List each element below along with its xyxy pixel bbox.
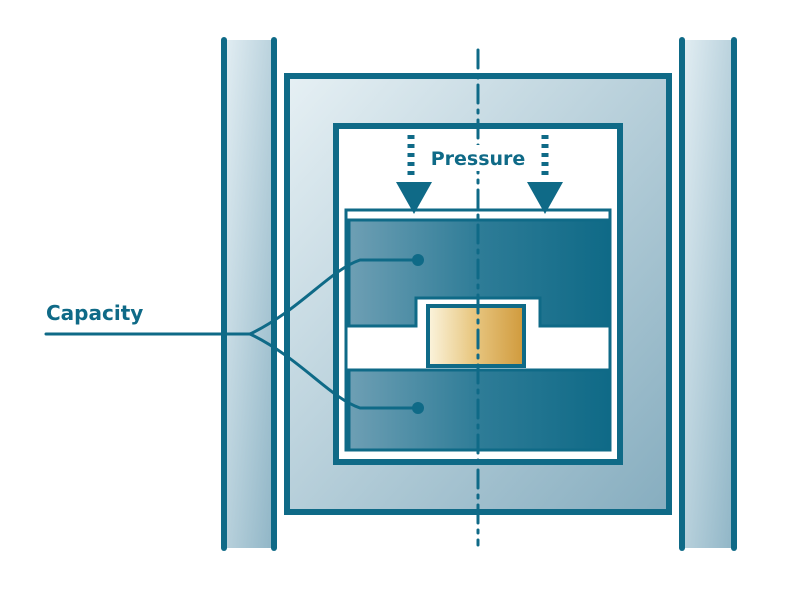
arrow-down-icon (396, 182, 432, 214)
pressure-label-background (426, 145, 530, 171)
arrow-down-icon (527, 182, 563, 214)
pressure-label: Pressure (431, 148, 526, 170)
upper-terminal-dot-icon (412, 254, 424, 266)
left-wall (221, 37, 277, 551)
pressure-arrow-right (527, 135, 563, 214)
capacity-wires (44, 258, 420, 410)
right-wall (679, 37, 737, 551)
pressure-arrow-left (396, 135, 432, 214)
capacity-label: Capacity (46, 301, 143, 325)
sample-block (426, 304, 526, 368)
lower-terminal-dot-icon (412, 402, 424, 414)
